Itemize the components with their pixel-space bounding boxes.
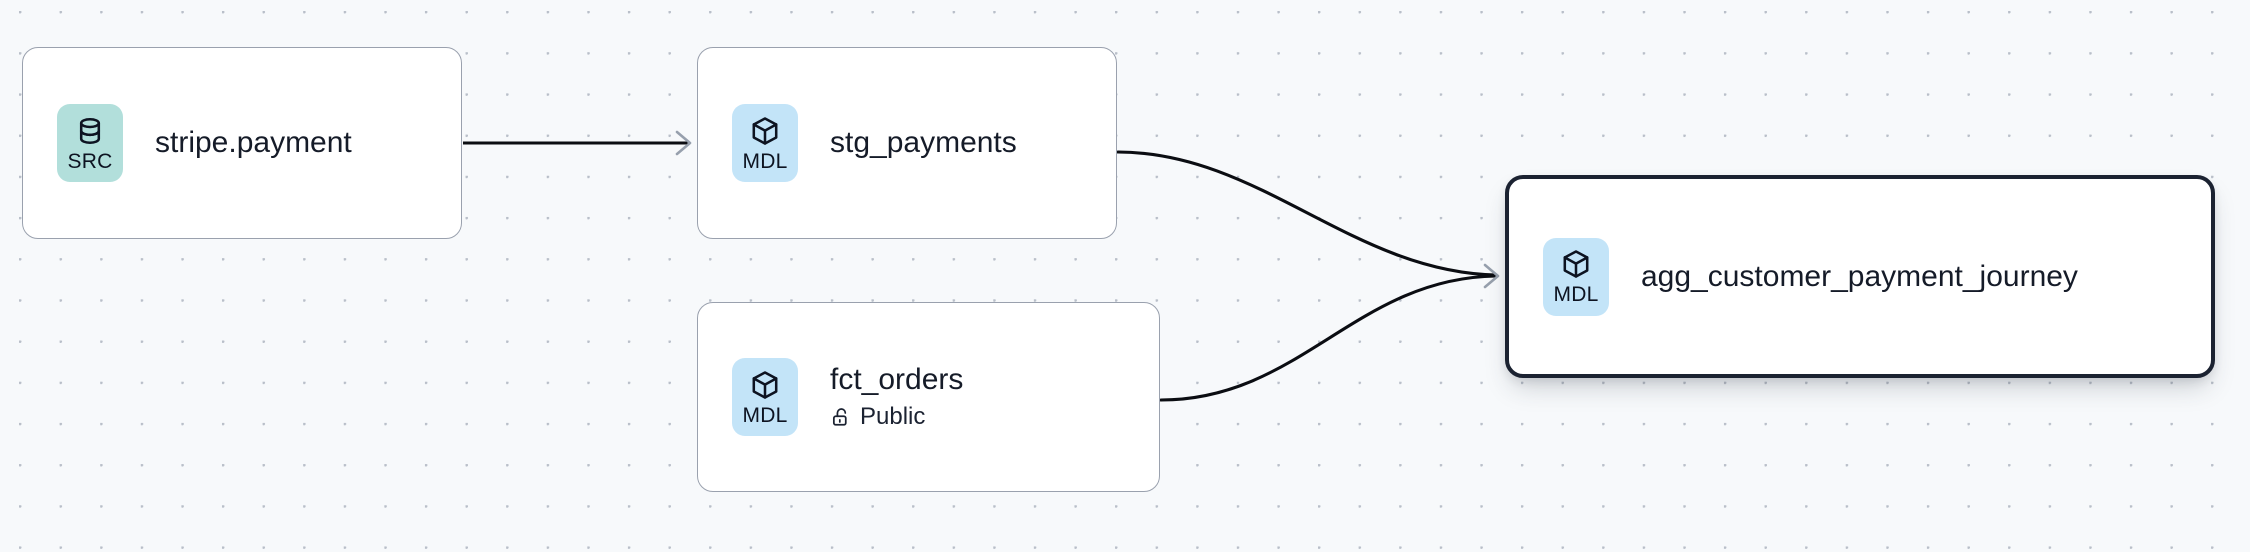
model-badge: MDL xyxy=(1543,237,1609,316)
edge-stripe-payment-to-stg-payments xyxy=(463,130,692,156)
model-badge: MDL xyxy=(732,104,798,182)
badge-label: SRC xyxy=(67,149,113,173)
badge-label: MDL xyxy=(742,403,788,427)
model-badge: MDL xyxy=(732,358,798,436)
lineage-node-stg-payments[interactable]: MDL stg_payments xyxy=(697,47,1117,239)
visibility-label: Public xyxy=(860,403,926,431)
lineage-node-stripe-payment[interactable]: SRC stripe.payment xyxy=(22,47,462,239)
edge-stg-payments-to-agg-customer-payment-journey xyxy=(1116,150,1498,277)
cube-icon xyxy=(749,369,781,401)
node-title: stg_payments xyxy=(830,126,1017,160)
source-badge: SRC xyxy=(57,104,123,182)
cube-icon xyxy=(1560,248,1592,280)
node-body: stripe.payment xyxy=(155,126,352,160)
node-body: agg_customer_payment_journey xyxy=(1641,260,2078,294)
visibility-badge: Public xyxy=(830,403,963,431)
node-title: stripe.payment xyxy=(155,126,352,160)
cube-icon xyxy=(749,115,781,147)
unlock-icon xyxy=(830,406,852,428)
edge-fct-orders-to-agg-customer-payment-journey xyxy=(1159,263,1500,402)
badge-label: MDL xyxy=(1553,283,1599,306)
database-icon xyxy=(74,115,106,147)
node-title: agg_customer_payment_journey xyxy=(1641,259,2078,293)
badge-label: MDL xyxy=(742,149,788,173)
node-body: stg_payments xyxy=(830,126,1017,160)
lineage-node-agg-customer-payment-journey[interactable]: MDL agg_customer_payment_journey xyxy=(1505,175,2215,378)
node-title: fct_orders xyxy=(830,362,964,396)
node-body: fct_orders Public xyxy=(830,363,963,432)
lineage-node-fct-orders[interactable]: MDL fct_orders Public xyxy=(697,302,1160,492)
